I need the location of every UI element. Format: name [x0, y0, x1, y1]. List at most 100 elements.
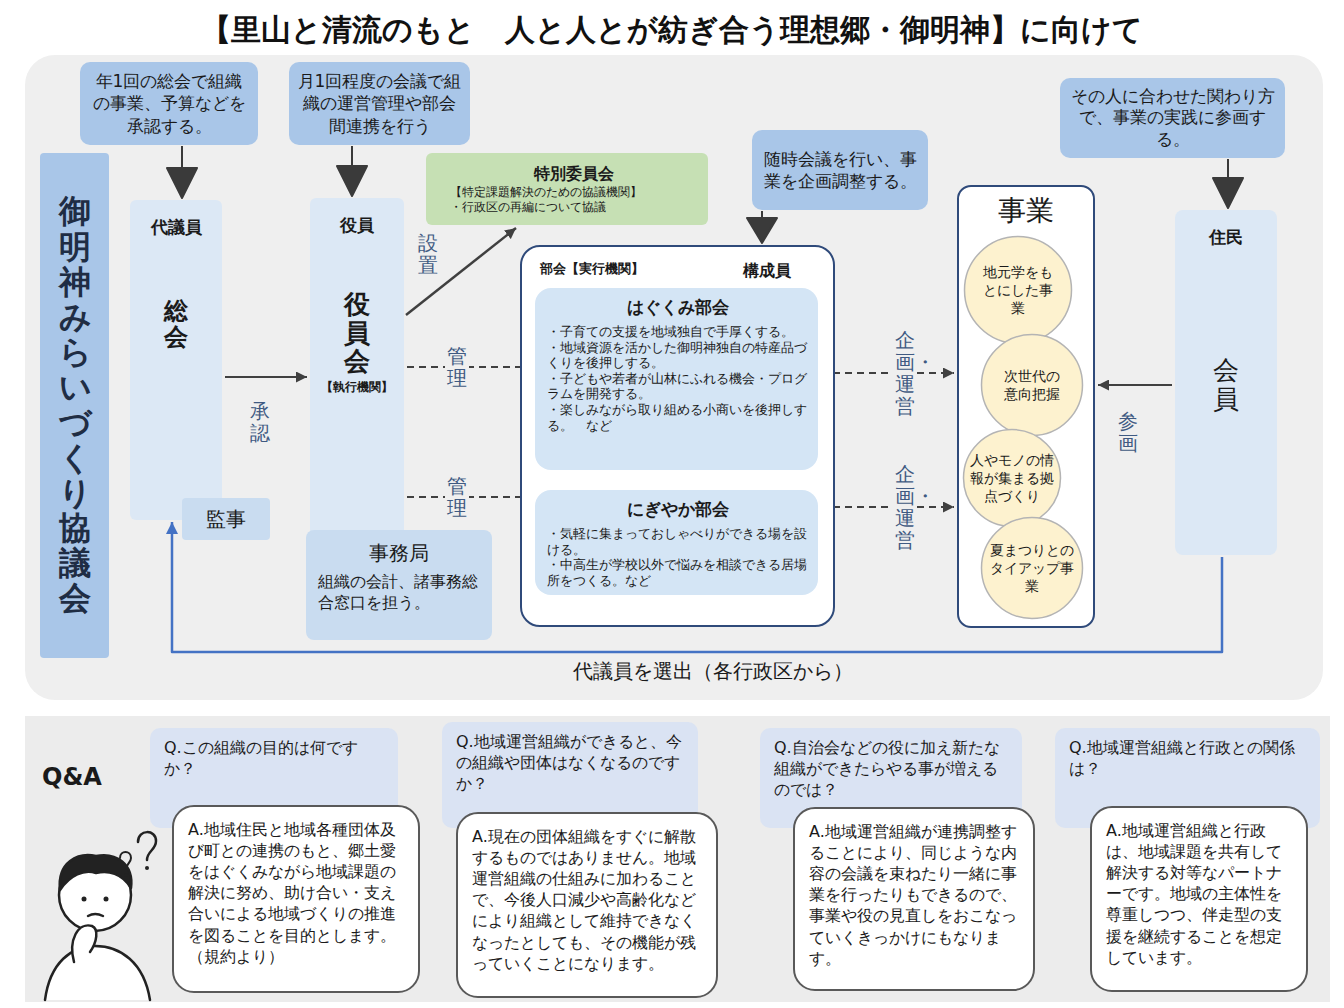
node-heading: 監事	[182, 506, 270, 532]
edge-label: 参画	[1116, 407, 1140, 457]
question-mark-dot	[145, 866, 149, 870]
node-heading: 事業	[959, 193, 1093, 229]
callout-box: 随時会議を行い、事業を企画調整する。	[752, 130, 928, 210]
edge-label: 承認	[248, 397, 272, 447]
section-label: Q&A	[42, 762, 102, 793]
node-heading: A.地域住民と地域各種団体及び町との連携のもと、郷土愛をはぐくみながら地域課題の…	[188, 819, 404, 967]
label-anchor: Q&A	[42, 762, 102, 793]
node-heading: A.地域運営組織が連携調整することにより、同じような内容の会議を束ねたり一緒に事…	[809, 821, 1019, 969]
node-text: ・子どもや若者が山林にふれる機会・プログラムを開発する。	[547, 371, 808, 402]
node-heading: 住民	[1175, 226, 1277, 248]
answer-box: A.地域運営組織と行政は、地域課題を共有して解決する対等なパートナーです。地域の…	[1090, 806, 1308, 992]
page-title: 【里山と清流のもと 人と人とが紡ぎ合う理想郷・御明神】に向けて	[0, 10, 1344, 49]
node-heading: 部会【実行機関】	[540, 261, 644, 278]
edge-label: 設置	[416, 229, 440, 279]
connector-arrow	[407, 366, 532, 368]
project-circle: 夏まつりとのタイアップ事業	[980, 516, 1084, 620]
edge-label-anchor: 企画・運営	[893, 460, 917, 554]
edge-label-anchor: 参画	[1116, 407, 1140, 457]
edge-label-anchor: 管理	[445, 472, 469, 522]
node-text: 構成員	[743, 261, 791, 282]
person-eye	[82, 897, 87, 902]
edge-label-anchor: 企画・運営	[893, 326, 917, 420]
node-heading: はぐくみ部会	[547, 296, 808, 318]
answer-box: A.地域運営組織が連携調整することにより、同じような内容の会議を束ねたり一緒に事…	[793, 807, 1035, 991]
node-text: ・中高生が学校以外で悩みを相談できる居場所をつくる。など	[547, 557, 808, 588]
edge-label: 管理	[445, 342, 469, 392]
node-text: 組織の会計、諸事務総合窓口を担う。	[318, 572, 480, 614]
node-heading: 年1回の総会で組織の事業、予算などを承認する。	[88, 70, 250, 136]
node-text: 【特定課題解決のための協議機関】	[450, 185, 698, 201]
person-mouth	[88, 914, 103, 916]
edge-label-anchor: 代議員を選出（各行政区から）	[571, 655, 855, 687]
edge-label: 企画・運営	[893, 460, 917, 554]
committee-box: 特別委員会【特定課題解決のための協議機関】・行政区の再編について協議	[426, 153, 708, 225]
connector-arrow	[225, 376, 307, 378]
division-box: にぎやか部会・気軽に集まっておしゃべりができる場を設ける。・中高生が学校以外で悩…	[535, 490, 818, 595]
question-mark	[120, 852, 131, 869]
question-mark	[138, 832, 156, 860]
connector-arrow	[406, 228, 516, 315]
connector-arrow	[1098, 384, 1172, 386]
node-heading: 人やモノの情報が集まる拠点づくり	[970, 451, 1054, 506]
person-hand	[72, 925, 96, 962]
node-heading: 月1回程度の会議で組織の運営管理や部会間連携を行う	[297, 70, 462, 136]
division-box: はぐくみ部会・子育ての支援を地域独自で手厚くする。・地域資源を活かした御明神独自…	[535, 288, 818, 470]
node-heading: 代議員	[130, 216, 222, 238]
node-heading: 御明神みらいづくり協議会	[59, 194, 91, 616]
node-text: ・子育ての支援を地域独自で手厚くする。	[547, 324, 808, 340]
node-heading: Q.地域運営組織と行政との関係は？	[1069, 738, 1306, 780]
auditor-box: 監事	[182, 498, 270, 540]
node-text: ・地域資源を活かした御明神独自の特産品づくりを後押しする。	[547, 340, 808, 371]
edge-label-anchor: 承認	[248, 397, 272, 447]
node-heading: その人に合わせた関わり方で、事業の実践に参画する。	[1068, 86, 1277, 150]
answer-box: A.現在の団体組織をすぐに解散するものではありません。地域運営組織の仕組みに加わ…	[456, 812, 718, 998]
node-text: ・気軽に集まっておしゃべりができる場を設ける。	[547, 526, 808, 557]
circle-outline	[980, 333, 1084, 437]
person-body	[45, 946, 150, 1000]
edge-label: 管理	[445, 472, 469, 522]
pointer-arrow	[167, 146, 197, 198]
resident-box: 住民会員	[1175, 210, 1277, 555]
node-heading: にぎやか部会	[547, 498, 808, 520]
person-hair	[60, 855, 132, 890]
officer-box: 役員役員会【執行機関】	[310, 198, 404, 538]
node-heading: Q.自治会などの役に加え新たな組織ができたらやる事が増えるのでは？	[774, 738, 1008, 800]
node-heading: Q.地域運営組織ができると、今の組織や団体はなくなるのですか？	[456, 732, 684, 794]
qa-panel	[25, 716, 1330, 1002]
node-text: ・行政区の再編について協議	[450, 200, 698, 216]
question-mark-dot	[124, 873, 127, 876]
circle-shape	[965, 237, 1072, 344]
pointer-arrow	[747, 211, 777, 243]
node-heading: 役員	[310, 214, 404, 236]
project-circle: 次世代の意向把握	[980, 333, 1084, 437]
node-heading: A.地域運営組織と行政は、地域課題を共有して解決する対等なパートナーです。地域の…	[1106, 820, 1292, 968]
node-text: 会員	[1213, 356, 1239, 413]
connector-arrow	[821, 506, 954, 508]
connector-arrow	[407, 496, 532, 498]
answer-box: A.地域住民と地域各種団体及び町との連携のもと、郷土愛をはぐくみながら地域課題の…	[172, 805, 420, 993]
secretariat-box: 事務局組織の会計、諸事務総合窓口を担う。	[306, 530, 492, 640]
thinking-person	[45, 832, 156, 1000]
node-text: ・楽しみながら取り組める小商いを後押しする。 など	[547, 402, 808, 433]
node-text: 【執行機関】	[310, 380, 404, 396]
pointer-arrow	[1213, 159, 1243, 208]
edge-label: 代議員を選出（各行政区から）	[571, 655, 855, 687]
node-heading: 地元学をもとにした事業	[979, 263, 1057, 318]
node-heading: Q.この組織の目的は何ですか？	[164, 738, 384, 780]
circle-shape	[982, 335, 1083, 436]
edge-label: 企画・運営	[893, 326, 917, 420]
callout-box: 年1回の総会で組織の事業、予算などを承認する。	[80, 62, 258, 145]
pointer-arrow	[337, 146, 367, 196]
connector-arrow	[821, 372, 954, 374]
person-eye	[104, 897, 109, 902]
division-group: 部会【実行機関】 構成員はぐくみ部会・子育ての支援を地域独自で手厚くする。・地域資…	[520, 245, 835, 627]
node-text: 総会	[164, 298, 188, 351]
circle-shape	[982, 518, 1083, 619]
org-band: 御明神みらいづくり協議会	[40, 153, 109, 658]
node-heading: 夏まつりとのタイアップ事業	[990, 541, 1074, 596]
upper-panel	[25, 55, 1323, 700]
node-heading: 事務局	[318, 540, 480, 566]
node-heading: 特別委員会	[450, 164, 698, 185]
